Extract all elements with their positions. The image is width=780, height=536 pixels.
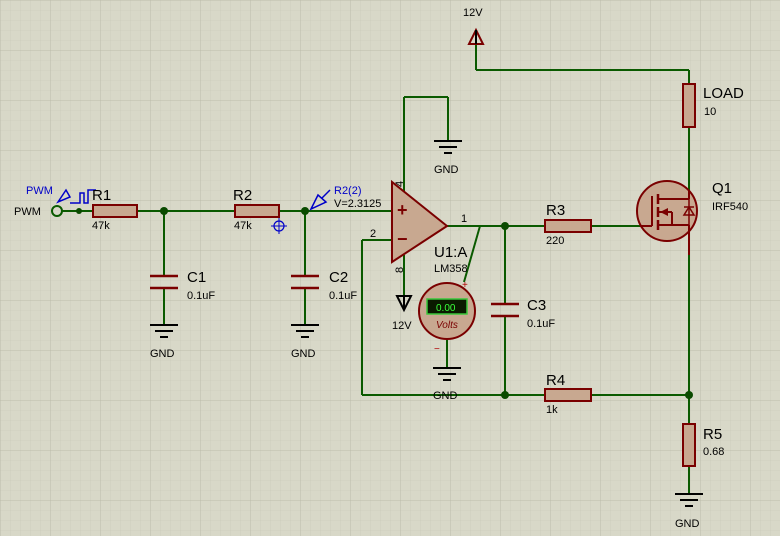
resistor-r1[interactable]: R1 47k [92, 187, 138, 232]
ground-label: GND [434, 164, 459, 176]
ground-label: GND [675, 518, 700, 530]
junction-dot [160, 207, 168, 215]
pwm-terminal-label: PWM [14, 206, 41, 218]
r3-name: R3 [546, 202, 565, 219]
ground-c2: GND [291, 324, 319, 360]
c1-value: 0.1uF [187, 290, 215, 302]
probe-reading: V=2.3125 [334, 198, 381, 210]
r4-name: R4 [546, 372, 565, 389]
resistor-r4[interactable]: R4 1k [544, 372, 592, 416]
resistor-r2[interactable]: R2 47k [233, 187, 287, 234]
voltage-probe[interactable]: R2(2) V=2.3125 [309, 185, 381, 211]
opamp-pin-in2: 2 [370, 228, 376, 240]
capacitor-c2[interactable]: C2 0.1uF [291, 269, 357, 302]
voltmeter-unit: Volts [436, 320, 458, 331]
r5-name: R5 [703, 426, 722, 443]
mosfet-q1[interactable]: Q1 IRF540 [636, 180, 748, 255]
ground-label: GND [291, 348, 316, 360]
voltmeter-display [426, 298, 468, 315]
resistor-r5[interactable]: R5 0.68 [682, 423, 724, 467]
r3-value: 220 [546, 235, 564, 247]
crosshair-icon [271, 218, 287, 234]
c3-value: 0.1uF [527, 318, 555, 330]
opamp-pin-out: 1 [461, 213, 467, 225]
junction-dot [685, 391, 693, 399]
pwm-waveform-icon [70, 189, 96, 204]
ground-opamp-top: GND [434, 140, 462, 176]
load-name: LOAD [703, 85, 744, 102]
r2-name: R2 [233, 187, 252, 204]
pwm-input[interactable]: PWM PWM [14, 185, 96, 218]
ground-r5: GND [675, 493, 703, 530]
c2-name: C2 [329, 269, 348, 286]
power-12v-label: 12V [463, 7, 483, 19]
c2-value: 0.1uF [329, 290, 357, 302]
opamp-minus-pin: − [397, 229, 408, 249]
ground-c1: GND [150, 324, 178, 360]
capacitor-c1[interactable]: C1 0.1uF [150, 269, 215, 302]
voltmeter[interactable]: 0.00 Volts + − [418, 280, 476, 355]
junctions [76, 207, 693, 399]
ground-label: GND [433, 390, 458, 402]
junction-dot [501, 222, 509, 230]
power-12v-label: 12V [392, 320, 412, 332]
resistor-load[interactable]: LOAD 10 [682, 83, 744, 128]
power-12v-opamp: 12V [392, 295, 413, 332]
power-12v-top[interactable]: 12V [463, 7, 485, 45]
r1-value: 47k [92, 220, 110, 232]
c1-name: C1 [187, 269, 206, 286]
c3-name: C3 [527, 297, 546, 314]
r2-value: 47k [234, 220, 252, 232]
opamp-plus-pin: + [397, 200, 408, 220]
probe-arrow-icon [309, 193, 328, 211]
opamp-pin-vee: 8 [394, 267, 406, 273]
r4-value: 1k [546, 404, 558, 416]
voltmeter-reading: 0.00 [436, 303, 456, 314]
q1-name: Q1 [712, 180, 732, 197]
voltmeter-minus: − [434, 344, 440, 355]
load-value: 10 [704, 106, 716, 118]
q1-value: IRF540 [712, 201, 748, 213]
opamp-value: LM358 [434, 263, 468, 275]
opamp-pin-vcc: 4 [394, 181, 406, 187]
pwm-probe-label: PWM [26, 185, 53, 197]
junction-dot [301, 207, 309, 215]
r1-name: R1 [92, 187, 111, 204]
r5-value: 0.68 [703, 446, 724, 458]
junction-dot [76, 208, 82, 214]
opamp-name: U1:A [434, 244, 467, 261]
resistor-r3[interactable]: R3 220 [544, 202, 592, 247]
probe-name: R2(2) [334, 185, 362, 197]
pwm-terminal-icon [51, 205, 63, 217]
voltmeter-plus: + [462, 280, 468, 291]
opamp-u1a[interactable]: + − 1 2 4 8 U1:A LM358 [370, 179, 468, 275]
ground-voltmeter: GND [433, 367, 461, 402]
ground-label: GND [150, 348, 175, 360]
junction-dot [501, 391, 509, 399]
capacitor-c3[interactable]: C3 0.1uF [491, 297, 555, 330]
pwm-probe-icon [56, 188, 72, 204]
